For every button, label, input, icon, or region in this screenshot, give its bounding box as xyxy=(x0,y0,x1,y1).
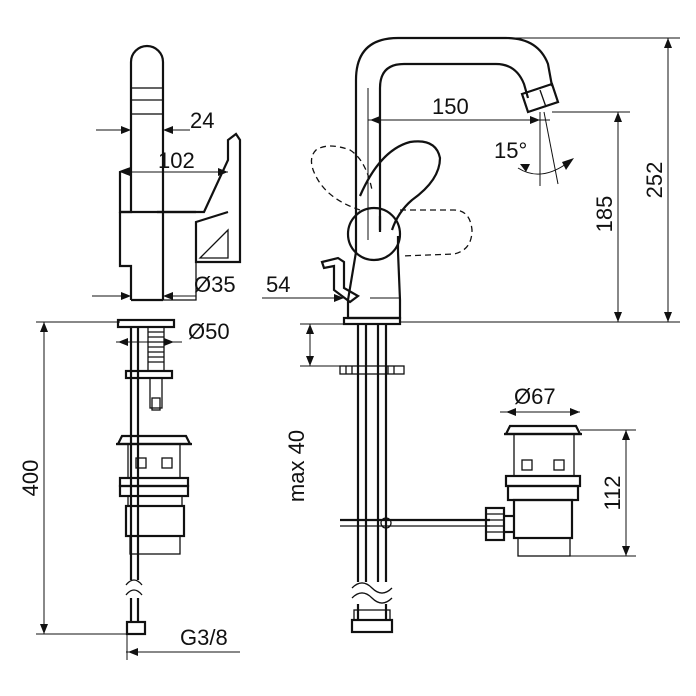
dim-54-label: 54 xyxy=(266,272,290,297)
dim-185-label: 185 xyxy=(592,196,617,233)
dim-max40-label: max 40 xyxy=(284,430,309,502)
dim-15-label: 15° xyxy=(494,138,527,163)
dim-diam50-label: Ø50 xyxy=(188,319,230,344)
dim-150-label: 150 xyxy=(432,94,469,119)
dim-diam35-label: Ø35 xyxy=(194,272,236,297)
side-view-faucet xyxy=(116,44,242,636)
dim-400-label: 400 xyxy=(18,460,43,497)
dim-diam67-label: Ø67 xyxy=(514,384,556,409)
side-view-dimensions: 24 102 Ø35 Ø50 400 G3/8 xyxy=(18,108,240,660)
front-view-dimensions: 150 15° 185 252 54 max 40 xyxy=(262,37,680,557)
dim-112-label: 112 xyxy=(600,475,625,510)
side-view-drain xyxy=(116,434,192,555)
dim-252-label: 252 xyxy=(642,162,667,199)
front-view-faucet xyxy=(310,36,560,634)
dim-g38-label: G3/8 xyxy=(180,625,228,650)
dim-24-label: 24 xyxy=(190,108,214,133)
dim-102-label: 102 xyxy=(158,148,195,173)
front-view-drain xyxy=(484,424,582,557)
